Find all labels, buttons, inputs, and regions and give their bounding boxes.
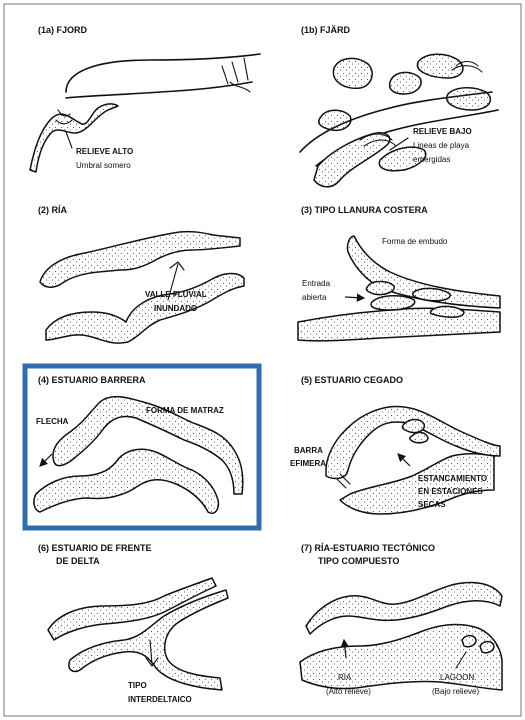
- blind-label-stagnation: ESTANCAMIENTO: [418, 474, 487, 483]
- panel-coastal-plain: (3) TIPO LLANURA COSTERA Forma de embudo…: [298, 205, 500, 341]
- panel-blind-estuary: (5) ESTUARIO CEGADO BARRA EFIMERA ESTANC…: [290, 375, 500, 514]
- panel-2-title: (2) RÍA: [38, 205, 68, 215]
- panel-7-title-1: (7) RÍA-ESTUARIO TECTÓNICO: [301, 542, 435, 553]
- tectonic-label-high: (Alto relieve): [326, 687, 371, 696]
- fjord-label-relief: RELIEVE ALTO: [76, 147, 133, 156]
- fjard-label-relief: RELIEVE BAJO: [413, 127, 472, 136]
- blind-label-ephemeral: EFIMERA: [290, 459, 326, 468]
- panel-1b-title: (1b) FJÄRD: [301, 25, 350, 35]
- tectonic-label-low: (Bajo relieve): [432, 687, 479, 696]
- panel-6-title-2: DE DELTA: [56, 556, 100, 566]
- delta-label-interdeltaic: INTERDELTAICO: [128, 695, 192, 704]
- blind-label-seasons: EN ESTACIONES: [418, 487, 483, 496]
- panel-delta-front: (6) ESTUARIO DE FRENTE DE DELTA TIPO INT…: [38, 543, 228, 704]
- panel-ria: (2) RÍA VALLE FLUVIAL INUNDADO: [38, 205, 244, 343]
- fjard-label-emerged: emergidas: [413, 155, 450, 164]
- panel-fjord: (1a) FJORD RELIEVE ALTO Umbral somero: [30, 25, 260, 172]
- coastal-label-entry: Entrada: [302, 279, 331, 288]
- fjord-label-sill: Umbral somero: [76, 161, 131, 170]
- panel-tectonic-estuary: (7) RÍA-ESTUARIO TECTÓNICO TIPO COMPUEST…: [300, 542, 502, 696]
- barrier-label-spit: FLECHA: [36, 417, 69, 426]
- panel-barrier-estuary: (4) ESTUARIO BARRERA FORMA DE MATRAZ FLE…: [25, 366, 259, 528]
- panel-6-title-1: (6) ESTUARIO DE FRENTE: [38, 543, 152, 553]
- coastal-label-open: abierta: [302, 293, 327, 302]
- panel-5-title: (5) ESTUARIO CEGADO: [301, 375, 403, 385]
- tectonic-label-lagoon: LAGOON: [440, 673, 474, 682]
- fjard-label-beaches: Lineas de playa: [413, 141, 470, 150]
- panel-7-title-2: TIPO COMPUESTO: [318, 556, 399, 566]
- panel-4-title: (4) ESTUARIO BARRERA: [38, 375, 146, 385]
- blind-label-bar: BARRA: [294, 446, 323, 455]
- panel-1a-title: (1a) FJORD: [38, 25, 88, 35]
- ria-label-valley: VALLE FLUVIAL: [145, 290, 207, 299]
- coastal-label-funnel: Forma de embudo: [382, 237, 448, 246]
- panel-3-title: (3) TIPO LLANURA COSTERA: [301, 205, 428, 215]
- barrier-label-flask: FORMA DE MATRAZ: [146, 406, 224, 415]
- blind-label-dry: SECAS: [418, 500, 446, 509]
- ria-label-flooded: INUNDADO: [154, 304, 197, 313]
- panel-fjard: (1b) FJÄRD RELIEVE BAJO Lineas de playa …: [300, 25, 498, 187]
- delta-label-type: TIPO: [128, 681, 147, 690]
- tectonic-label-ria: RÍA: [338, 673, 352, 682]
